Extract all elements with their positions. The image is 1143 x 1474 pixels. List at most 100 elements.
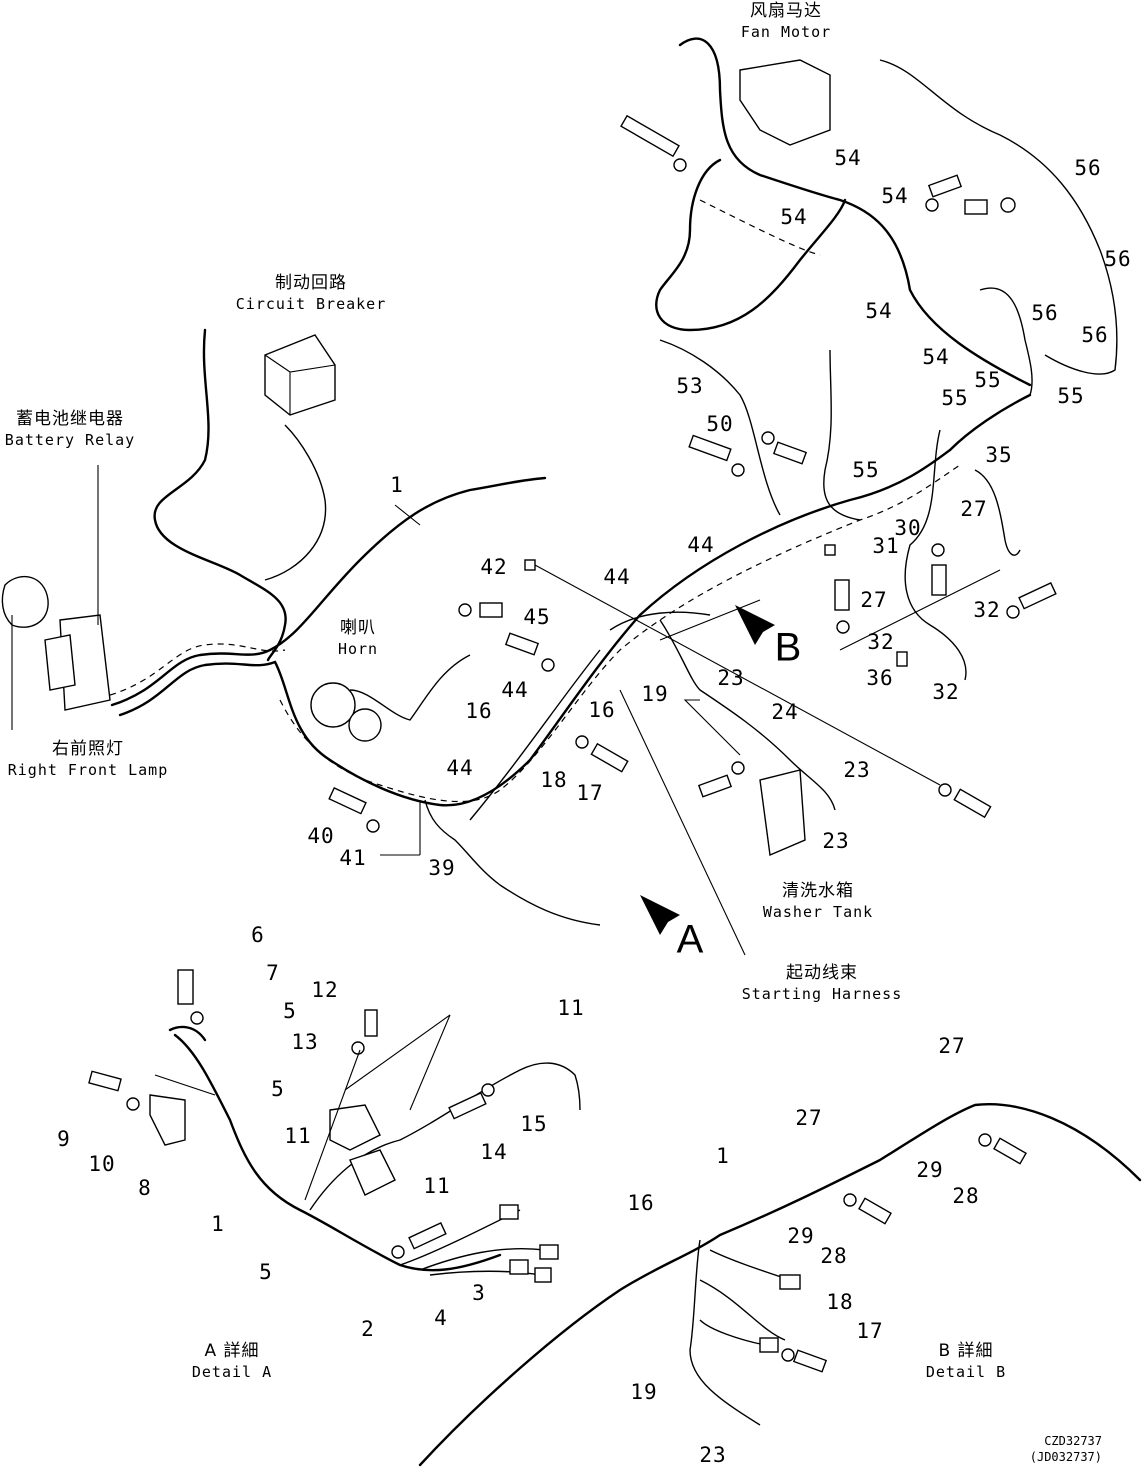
- callout: 44: [446, 756, 474, 780]
- circuit-breaker-part: [264, 334, 336, 416]
- callout: 45: [523, 605, 551, 629]
- callout: 12: [311, 978, 339, 1002]
- view-marker-a: A: [676, 917, 704, 962]
- callout: 50: [706, 412, 734, 436]
- right-front-lamp-label-en: Right Front Lamp: [7, 761, 169, 779]
- callout: 27: [960, 497, 988, 521]
- leader-lines: [380, 504, 1001, 956]
- callout: 10: [88, 1152, 116, 1176]
- callout: 16: [465, 699, 493, 723]
- detail-b-label: B 詳細 Detail B: [926, 1340, 1006, 1382]
- horn-label-zh: 喇叭: [340, 618, 376, 638]
- right-front-lamp-label-zh: 右前照灯: [52, 739, 124, 759]
- fan-motor-label-en: Fan Motor: [740, 23, 832, 41]
- battery-relay-harness: [1, 328, 327, 730]
- hardware-main: [328, 114, 1057, 833]
- callout: 31: [872, 534, 900, 558]
- callout: 9: [57, 1127, 71, 1151]
- callout: 19: [630, 1380, 658, 1404]
- callout: 2: [361, 1317, 375, 1341]
- callout: 55: [1057, 384, 1085, 408]
- detail-a-label: A 詳細 Detail A: [192, 1340, 272, 1382]
- callout: 54: [922, 345, 950, 369]
- starting-harness-label: 起动线束 Starting Harness: [742, 962, 903, 1004]
- battery-relay-label-en: Battery Relay: [4, 431, 136, 449]
- callout: 28: [952, 1184, 980, 1208]
- drawing-code-line1: CZD32737: [1044, 1434, 1102, 1448]
- circuit-breaker-label: 制动回路 Circuit Breaker: [236, 272, 386, 314]
- circuit-breaker-label-en: Circuit Breaker: [235, 295, 387, 313]
- callout: 56: [1104, 247, 1132, 271]
- horn-label: 喇叭 Horn: [338, 617, 378, 659]
- detail-a-label-zh: A 詳細: [204, 1341, 260, 1361]
- callout: 13: [291, 1030, 319, 1054]
- callout: 40: [307, 824, 335, 848]
- callout: 39: [428, 856, 456, 880]
- callout: 29: [787, 1224, 815, 1248]
- callout: 15: [520, 1112, 548, 1136]
- callout: 44: [603, 565, 631, 589]
- view-marker-b: B: [774, 625, 802, 670]
- callout: 56: [1031, 301, 1059, 325]
- detail-b-drawing: [418, 1103, 1142, 1467]
- callout: 53: [676, 374, 704, 398]
- callout: 1: [211, 1212, 225, 1236]
- callout: 23: [843, 758, 871, 782]
- callout: 54: [834, 146, 862, 170]
- callout: 29: [916, 1158, 944, 1182]
- callout: 55: [941, 386, 969, 410]
- callout: 54: [780, 205, 808, 229]
- callout: 11: [284, 1124, 312, 1148]
- callout: 55: [974, 368, 1002, 392]
- callout: 55: [852, 458, 880, 482]
- washer-tank-label-zh: 清洗水箱: [782, 881, 854, 901]
- detail-b-label-en: Detail B: [925, 1363, 1007, 1381]
- callout: 16: [588, 698, 616, 722]
- callout: 54: [881, 184, 909, 208]
- callout: 27: [795, 1106, 823, 1130]
- callout: 8: [138, 1176, 152, 1200]
- callout: 23: [717, 666, 745, 690]
- callout: 56: [1081, 323, 1109, 347]
- view-arrows: [640, 605, 775, 935]
- callout: 11: [423, 1174, 451, 1198]
- callout: 19: [641, 682, 669, 706]
- callout: 1: [390, 473, 404, 497]
- callout: 17: [856, 1319, 884, 1343]
- callout: 27: [938, 1034, 966, 1058]
- callout: 5: [259, 1260, 273, 1284]
- battery-relay-label-zh: 蓄电池继电器: [16, 409, 124, 429]
- main-harness: [109, 393, 1032, 926]
- callout: 6: [251, 923, 265, 947]
- callout: 32: [973, 598, 1001, 622]
- callout: 28: [820, 1244, 848, 1268]
- callout: 27: [860, 588, 888, 612]
- callout: 24: [771, 700, 799, 724]
- callout: 7: [266, 961, 280, 985]
- callout: 35: [985, 443, 1013, 467]
- callout: 17: [576, 781, 604, 805]
- washer-tank-label-en: Washer Tank: [762, 903, 874, 921]
- callout: 18: [540, 768, 568, 792]
- callout: 32: [867, 630, 895, 654]
- callout: 56: [1074, 156, 1102, 180]
- battery-relay-label: 蓄电池继电器 Battery Relay: [5, 408, 135, 450]
- detail-a-drawing: [88, 969, 581, 1283]
- callout: 5: [283, 999, 297, 1023]
- right-front-lamp-label: 右前照灯 Right Front Lamp: [8, 738, 169, 780]
- callout: 18: [826, 1290, 854, 1314]
- callout: 16: [627, 1191, 655, 1215]
- fan-motor-label: 风扇马达 Fan Motor: [741, 0, 831, 42]
- callout: 23: [699, 1443, 727, 1467]
- callout: 44: [687, 533, 715, 557]
- detail-a-label-en: Detail A: [191, 1363, 273, 1381]
- washer-tank-label: 清洗水箱 Washer Tank: [763, 880, 873, 922]
- callout: 44: [501, 678, 529, 702]
- callout: 32: [932, 680, 960, 704]
- callout: 36: [866, 666, 894, 690]
- drawing-code-line2: (JD032737): [1029, 1450, 1102, 1464]
- callout: 5: [271, 1077, 285, 1101]
- callout: 4: [434, 1306, 448, 1330]
